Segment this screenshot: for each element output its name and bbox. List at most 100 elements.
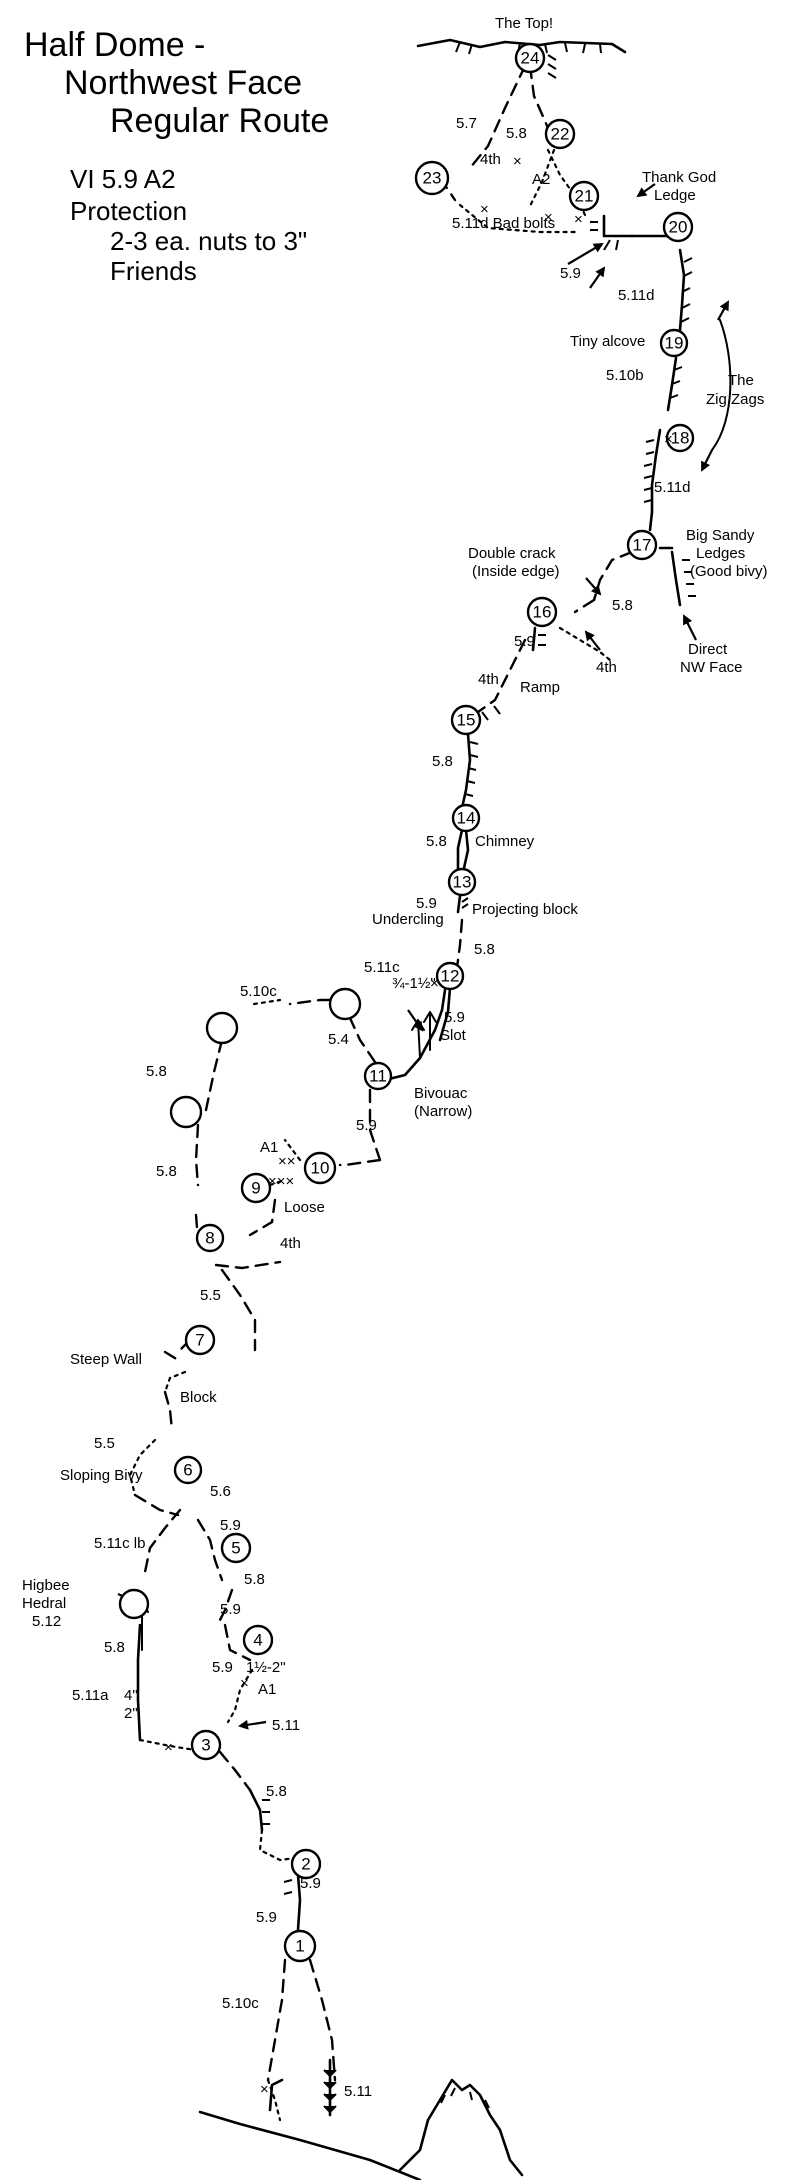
- protection-heading: Protection: [70, 196, 187, 226]
- bolts: × × × × × × ××× ×× × × ×: [164, 153, 673, 2098]
- title-line-3: Regular Route: [110, 102, 329, 140]
- arrow-zig-down: [701, 449, 713, 472]
- arrow-59-tg: [567, 242, 604, 265]
- pitch-19: 19: [665, 334, 684, 353]
- bolt-mark: ×: [260, 2081, 269, 2098]
- rating-5-7: 5.7: [456, 115, 477, 132]
- pitch-16: 16: [533, 603, 552, 622]
- arrow-511c: [407, 1009, 424, 1032]
- label-the-top: The Top!: [495, 15, 553, 32]
- pitch-18: 18: [671, 429, 690, 448]
- rating-5-10c-1: 5.10c: [222, 1995, 259, 2012]
- bolt-mark: ××: [278, 1153, 296, 1170]
- rating-5-5-a: 5.5: [200, 1287, 221, 1304]
- label-chimney: Chimney: [475, 833, 535, 850]
- rating-5-11a: 5.11a: [72, 1687, 109, 1704]
- rating-4th-16: 4th: [596, 659, 617, 676]
- pitch-22: 22: [551, 125, 570, 144]
- label-bivouac-1: Bivouac: [414, 1085, 468, 1102]
- label-higbee-2: Hedral: [22, 1595, 66, 1612]
- station-13: [447, 867, 477, 897]
- label-zig-2: Zig Zags: [706, 391, 764, 408]
- rating-5-8-12: 5.8: [474, 941, 495, 958]
- title-line-1: Half Dome -: [24, 26, 205, 64]
- protection-line-1: 2-3 ea. nuts to 3": [110, 226, 307, 256]
- station-7: [184, 1324, 216, 1356]
- pitch-12: 12: [441, 967, 460, 986]
- rating-5-6: 5.6: [210, 1483, 231, 1500]
- station-12: [435, 961, 465, 991]
- label-slot: Slot: [440, 1027, 467, 1044]
- arrow-511-3: [238, 1719, 267, 1730]
- arrow-thank-god: [636, 183, 656, 198]
- rating-5-5-b: 5.5: [94, 1435, 115, 1452]
- rating-5-11-base: 5.11: [344, 2083, 372, 2100]
- rating-5-8-ds: 5.8: [612, 597, 633, 614]
- station-23: [414, 160, 450, 196]
- rating-5-4: 5.4: [328, 1031, 349, 1048]
- station-10: [303, 1151, 337, 1185]
- pendulum-circle-right: [328, 987, 362, 1021]
- label-tiny-alcove: Tiny alcove: [570, 333, 645, 350]
- station-3: [190, 1729, 222, 1761]
- label-steep-wall: Steep Wall: [70, 1351, 142, 1368]
- arrows: [117, 183, 732, 1730]
- label-thank-god-2: Ledge: [654, 187, 696, 204]
- station-5: [220, 1532, 252, 1564]
- arrow-direct: [683, 614, 697, 641]
- bolt-mark: ×: [430, 975, 439, 992]
- rating-5-10c-pend: 5.10c: [240, 983, 277, 1000]
- station-11: [363, 1061, 393, 1091]
- rating-5-11d-b: 5.11d: [654, 479, 690, 496]
- bolt-mark: ×: [480, 201, 489, 218]
- station-4: [242, 1624, 274, 1656]
- label-ramp: Ramp: [520, 679, 560, 696]
- pitch-6: 6: [183, 1461, 192, 1480]
- pitch-9: 9: [251, 1179, 260, 1198]
- label-thank-god-1: Thank God: [642, 169, 716, 186]
- rating-5-11d-a: 5.11d: [618, 287, 654, 304]
- label-big-sandy-3: (Good bivy): [690, 563, 768, 580]
- label-size-2: 2": [124, 1705, 138, 1722]
- label-bivouac-2: (Narrow): [414, 1103, 472, 1120]
- station-16: [526, 596, 558, 628]
- label-big-sandy-1: Big Sandy: [686, 527, 755, 544]
- pitch-numbers: 24 22 23 21 20 19 18 17 16 15 14 13 12 1…: [183, 49, 689, 1956]
- rating-5-8-15: 5.8: [432, 753, 453, 770]
- label-higbee-1: Higbee: [22, 1577, 70, 1594]
- rating-5-11c-12: 5.11c: [364, 959, 400, 976]
- bolt-mark: ×: [513, 153, 522, 170]
- label-direct-1: Direct: [688, 641, 728, 658]
- label-big-sandy-2: Ledges: [696, 545, 745, 562]
- station-24: [514, 42, 546, 74]
- rating-5-8-higbee: 5.8: [104, 1639, 125, 1656]
- bolt-mark: ×: [164, 1739, 173, 1756]
- pitch-4: 4: [253, 1631, 262, 1650]
- rating-a1-4: A1: [258, 1681, 276, 1698]
- pitch-3: 3: [201, 1736, 210, 1755]
- rating-5-9-slot: 5.9: [444, 1009, 465, 1026]
- rating-5-10b: 5.10b: [606, 367, 644, 384]
- station-15: [450, 704, 482, 736]
- rating-5-8-5: 5.8: [244, 1571, 265, 1588]
- pitch-21: 21: [575, 187, 594, 206]
- pitch-1: 1: [295, 1937, 304, 1956]
- pitch-11: 11: [369, 1067, 387, 1086]
- station-2: [290, 1848, 322, 1880]
- rating-5-9-1: 5.9: [256, 1909, 277, 1926]
- station-9: [240, 1172, 272, 1204]
- station-14: [451, 803, 481, 833]
- pitch-2: 2: [301, 1855, 310, 1874]
- rating-5-9-16: 5.9: [514, 633, 535, 650]
- pitch-13: 13: [453, 873, 472, 892]
- rating-5-9-10: 5.9: [356, 1117, 377, 1134]
- bolt-mark: ×××: [268, 1173, 294, 1190]
- arrow-double-crack: [585, 577, 602, 596]
- bolt-mark: ×: [240, 1675, 249, 1692]
- pitch-14: 14: [457, 809, 476, 828]
- rating-5-9-5: 5.9: [220, 1517, 241, 1534]
- belay-stations: [118, 42, 695, 1963]
- pitch-23: 23: [423, 169, 442, 188]
- station-22: [544, 118, 576, 150]
- higbee-circle: [118, 1588, 150, 1620]
